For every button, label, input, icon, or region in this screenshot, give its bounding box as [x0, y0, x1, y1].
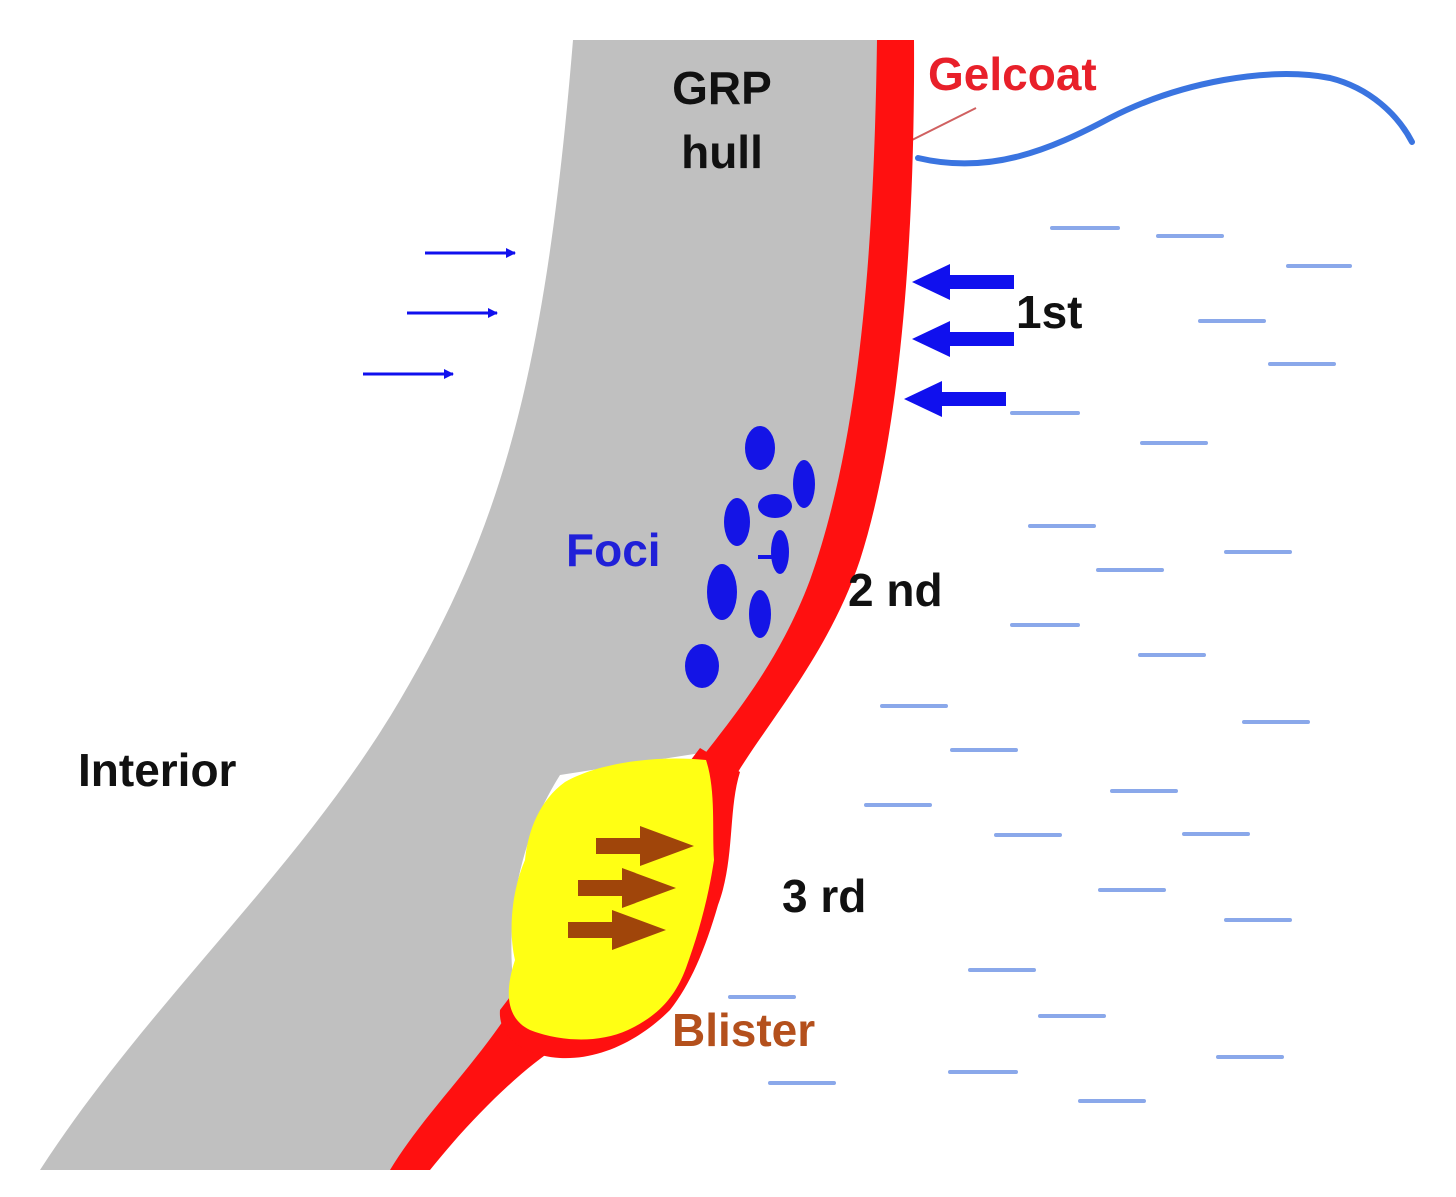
foci-label: Foci	[566, 524, 661, 576]
gelcoat-layer	[700, 40, 915, 772]
grp-hull	[40, 40, 879, 1170]
interior-arrows	[363, 248, 516, 379]
foci-dots	[685, 426, 815, 688]
stage-3-label: 3 rd	[782, 870, 866, 922]
stage-1-arrow-3	[904, 381, 1006, 417]
stage-2-label: 2 nd	[848, 564, 943, 616]
blister-arrows	[568, 826, 694, 950]
interior-label: Interior	[78, 744, 237, 796]
stage-1-arrows	[904, 264, 1014, 417]
gelcoat-layer-lower	[390, 1018, 560, 1170]
hull-label-line-2: hull	[681, 126, 763, 178]
blister-label: Blister	[672, 1004, 815, 1056]
stage-1-label: 1st	[1016, 286, 1082, 338]
blister-arrow-3	[568, 910, 666, 950]
water-surface-line	[915, 71, 1415, 167]
stage-1-arrow-2	[912, 321, 1014, 357]
gelcoat-label: Gelcoat	[928, 48, 1097, 100]
stage-1-arrow-1	[912, 264, 1014, 300]
gelcoat-leader-line	[911, 107, 977, 141]
blister-arrow-2	[578, 868, 676, 908]
blister-arrow-1	[596, 826, 694, 866]
blister	[508, 758, 714, 1040]
hull-label-line-1: GRP	[672, 62, 772, 114]
water-dashes	[728, 226, 1352, 1103]
